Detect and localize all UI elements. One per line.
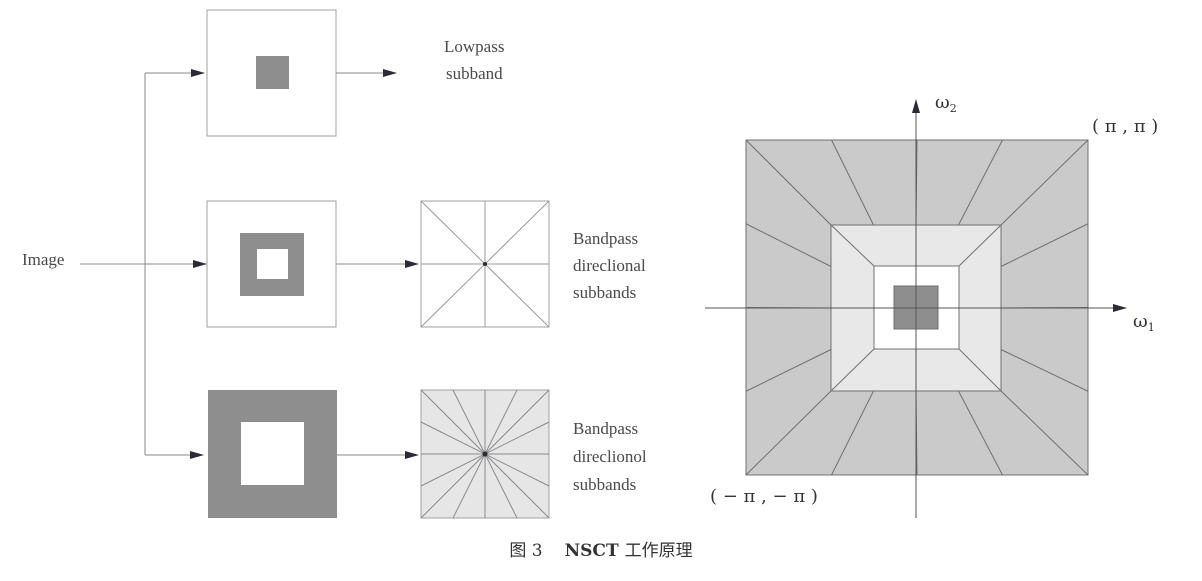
bandpass1-label-line1: Bandpass [573, 229, 638, 248]
bandpass1-label-line2: direclional [573, 256, 646, 275]
bandpass-filter-box-1 [206, 200, 337, 328]
directional-filter-box-1 [420, 200, 550, 328]
bandpass2-label-line2: direclionol [573, 447, 647, 466]
corner-line [745, 139, 832, 226]
direction-line [745, 223, 832, 267]
corner-line [1000, 390, 1089, 476]
corner-line [1000, 139, 1089, 226]
caption-title-rest: 工作原理 [625, 541, 693, 561]
lowpass-passband [256, 56, 289, 89]
caption-title-bold: NSCT [565, 541, 619, 561]
bandpass2-label-line1: Bandpass [573, 419, 638, 438]
omega2-label: ω2 [935, 92, 957, 115]
lowpass-label-line1: Lowpass [444, 37, 504, 56]
figure-number: 图 3 [509, 541, 542, 561]
directional-filter-box-2 [420, 389, 550, 519]
corner-line [830, 348, 875, 392]
direction-line [831, 139, 874, 226]
direction-line [958, 139, 1003, 226]
filter-bank-flow: Image Lowpass subband [22, 9, 647, 519]
bandpass1-label-line3: subbands [573, 283, 636, 302]
corner-line [958, 348, 1002, 392]
bandpass2-ring-inner [241, 422, 304, 485]
corner-line [745, 390, 832, 476]
input-arrows [145, 69, 207, 459]
middle-direction-lines [830, 224, 1002, 392]
bandpass-filter-box-2 [208, 390, 337, 518]
frequency-partition-plane: ω1 ω2 ( π , π ) ( − π , − π ) [705, 92, 1158, 518]
lowpass-filter-box [206, 9, 337, 137]
corner-line [958, 224, 1002, 267]
direction-line [1000, 223, 1089, 267]
input-label: Image [22, 250, 64, 269]
direction-line [831, 390, 874, 476]
omega1-label: ω1 [1133, 311, 1155, 334]
bandpass1-ring-inner [257, 249, 288, 279]
corner-label-bottom-left: ( − π , − π ) [710, 486, 818, 507]
branch-connectors [80, 73, 146, 455]
lowpass-label-line2: subband [446, 64, 503, 83]
corner-label-top-right: ( π , π ) [1092, 116, 1158, 137]
bandpass2-label-line3: subbands [573, 475, 636, 494]
direction-line [1000, 349, 1089, 392]
direction-line [958, 390, 1003, 476]
figure-caption: 图 3 NSCT 工作原理 [509, 541, 692, 561]
direction-line [745, 349, 832, 392]
corner-line [830, 224, 875, 267]
